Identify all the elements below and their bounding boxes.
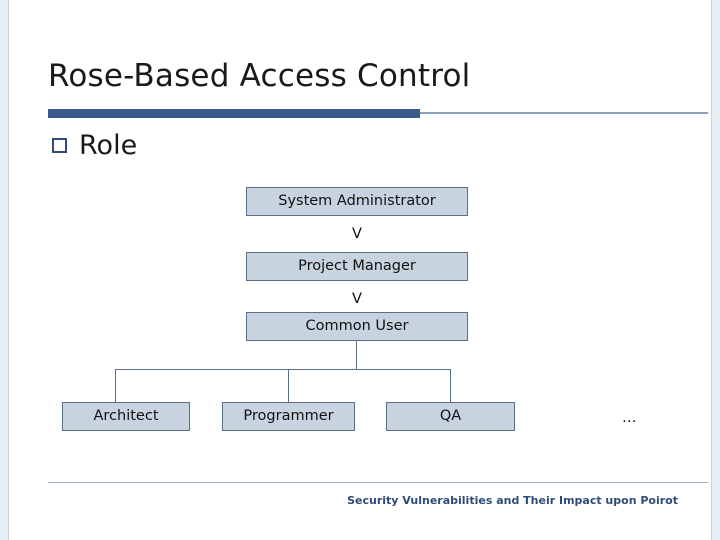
node-programmer: Programmer <box>222 402 355 431</box>
connector-drop-programmer <box>288 369 289 402</box>
page-title: Rose-Based Access Control <box>48 58 471 94</box>
title-underline-bar <box>48 109 420 118</box>
separator-v-1: V <box>352 226 362 242</box>
node-project-manager: Project Manager <box>246 252 468 281</box>
node-qa: QA <box>386 402 515 431</box>
separator-v-2: V <box>352 291 362 307</box>
connector-trunk <box>356 341 357 369</box>
connector-bus <box>115 369 451 370</box>
connector-drop-qa <box>450 369 451 402</box>
connector-drop-architect <box>115 369 116 402</box>
node-common-user: Common User <box>246 312 468 341</box>
square-outline-bullet-icon <box>52 138 67 153</box>
footer-text: Security Vulnerabilities and Their Impac… <box>347 494 678 507</box>
left-edge-strip <box>0 0 9 540</box>
bullet-item-label: Role <box>79 130 138 161</box>
bullet-item-role: Role <box>52 130 137 161</box>
footer-divider <box>48 482 708 483</box>
leaf-overflow-ellipsis: … <box>622 410 638 426</box>
right-edge-strip <box>711 0 720 540</box>
node-system-administrator: System Administrator <box>246 187 468 216</box>
role-hierarchy-diagram: System Administrator V Project Manager V… <box>0 180 720 450</box>
node-architect: Architect <box>62 402 190 431</box>
